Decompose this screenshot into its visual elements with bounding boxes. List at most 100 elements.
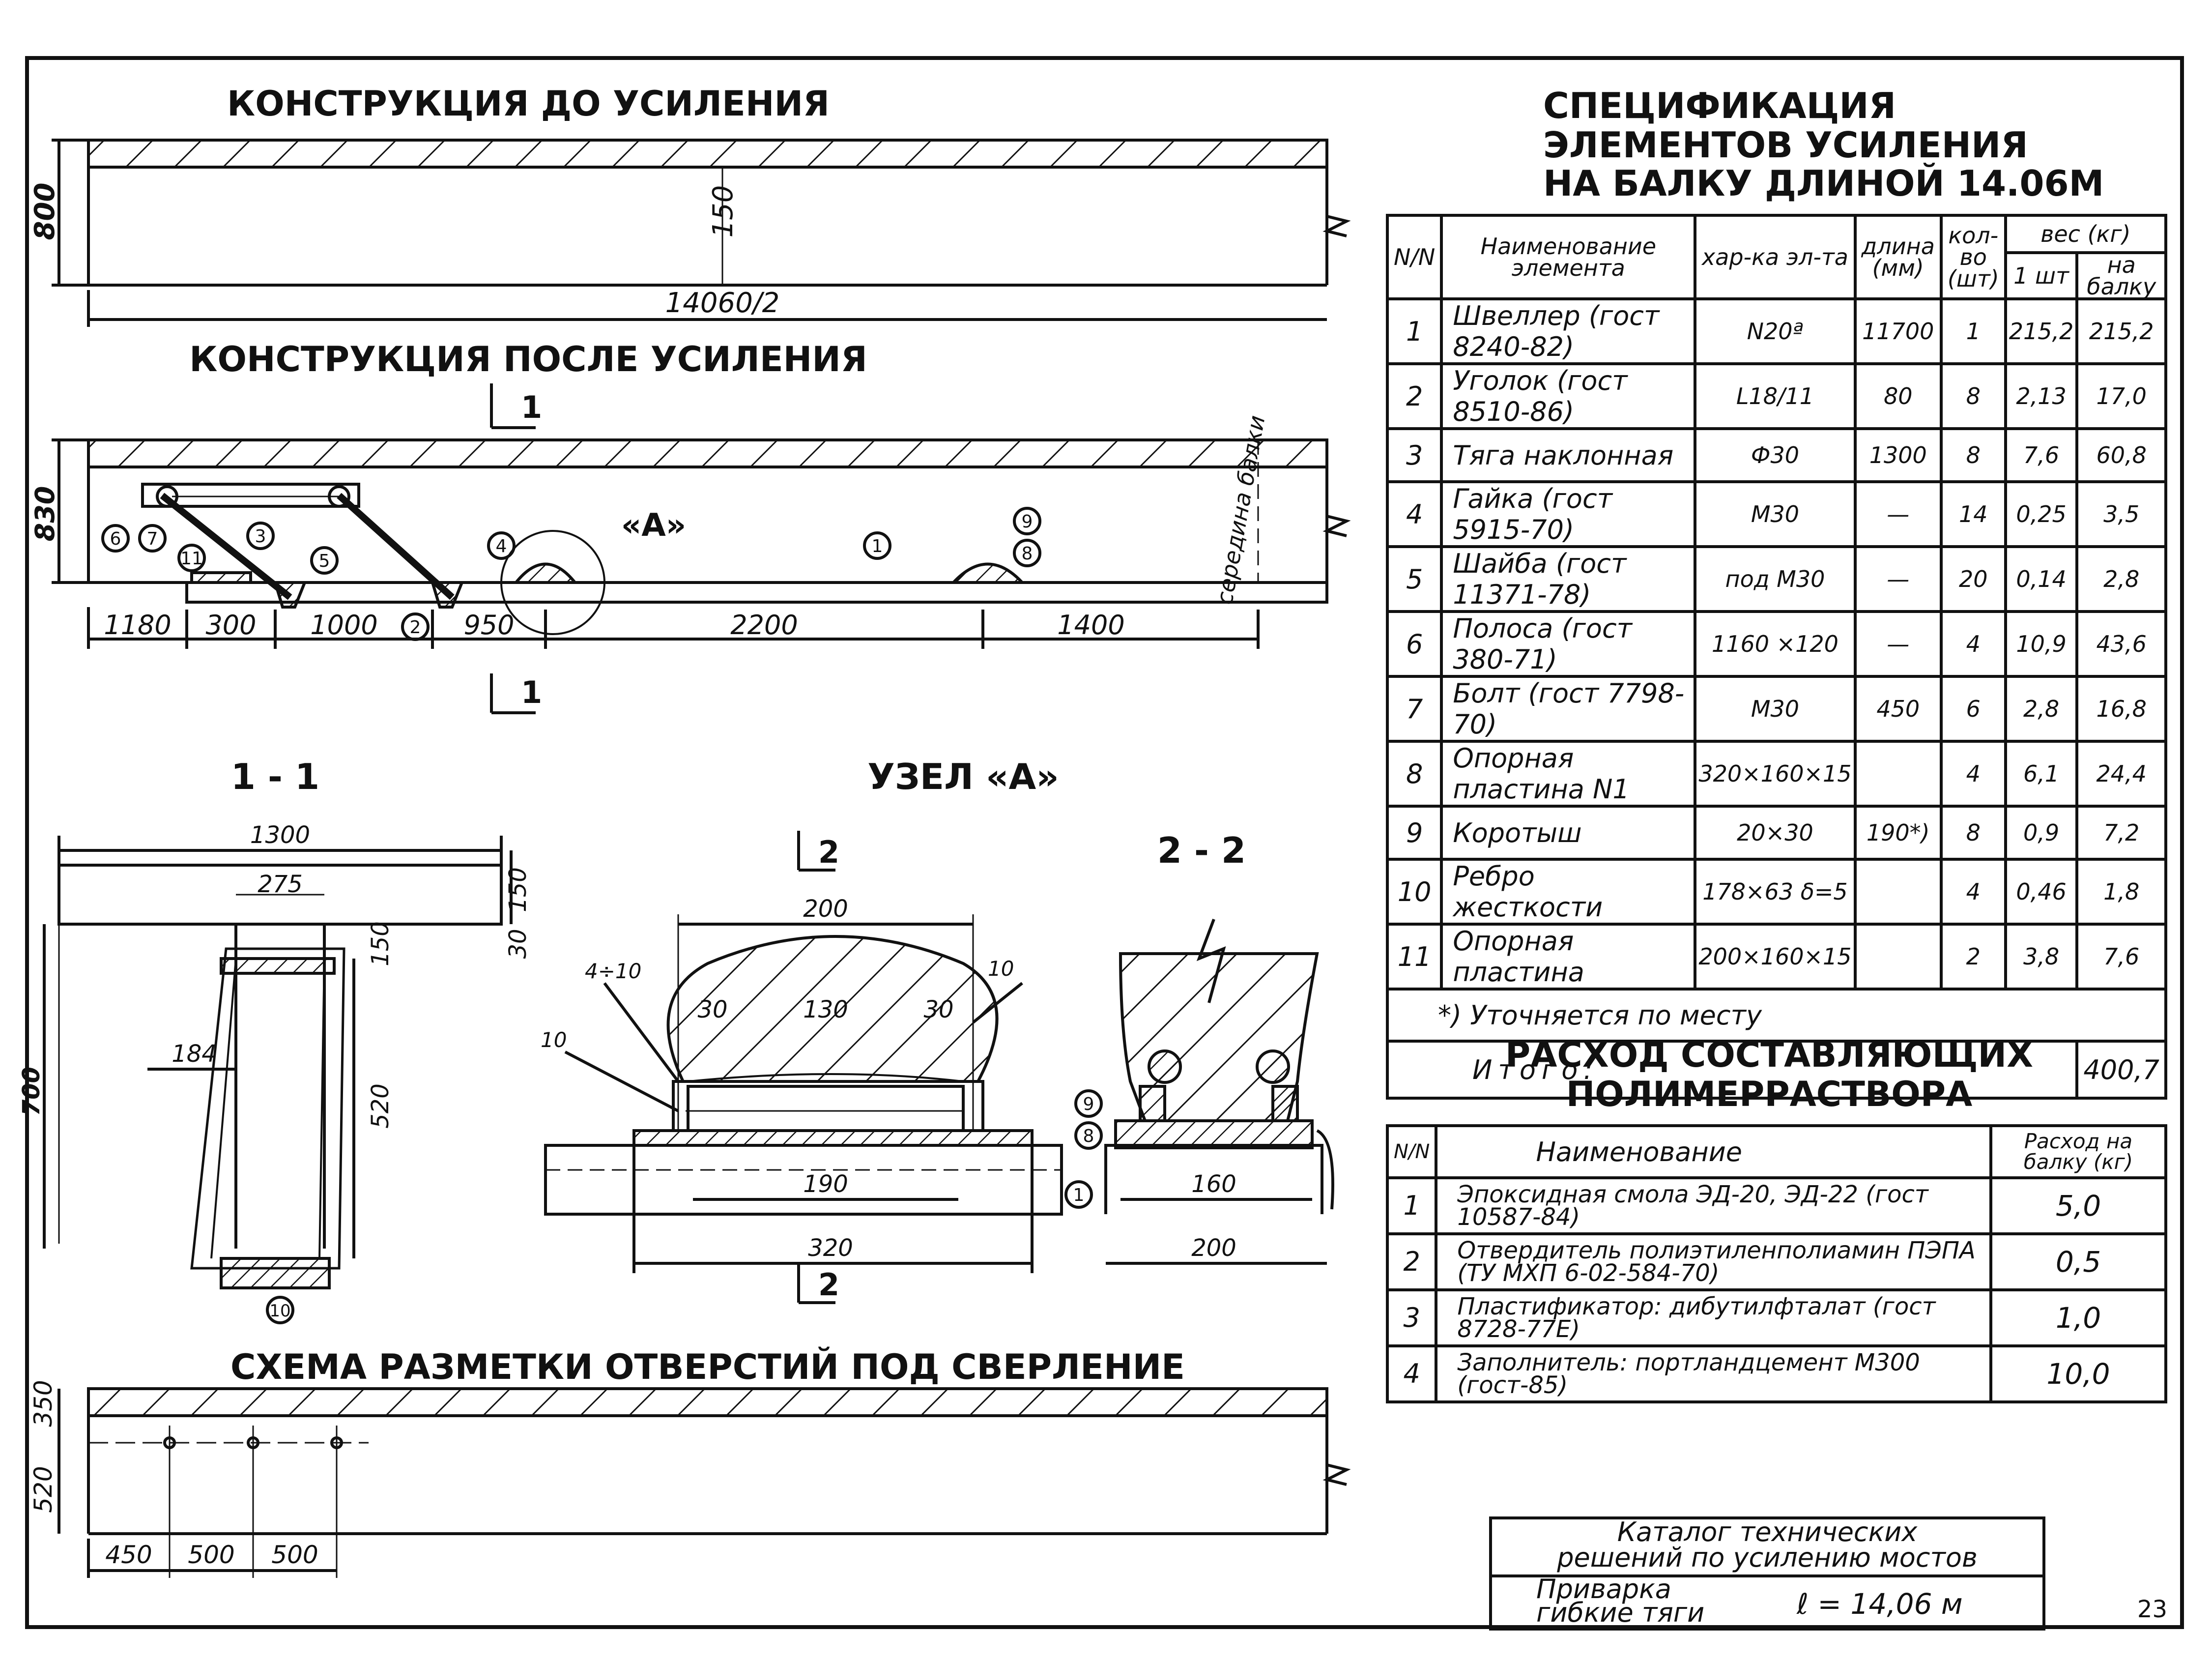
sec11-dim-700: 700 xyxy=(18,1067,45,1116)
after-marker-7: 7 xyxy=(147,529,158,549)
poly-header-name: Наименование xyxy=(1435,1124,1992,1179)
node-weld-4-10: 4÷10 xyxy=(585,959,641,983)
node-dim-30a: 30 xyxy=(697,996,727,1023)
spec-header-weight: вес (кг) xyxy=(2004,214,2168,254)
drill-dim-350: 350 xyxy=(29,1380,57,1427)
beam-before xyxy=(52,139,1351,327)
heading-section-1-1: 1 - 1 xyxy=(231,756,319,797)
heading-spec-1: СПЕЦИФИКАЦИЯ xyxy=(1543,85,1896,126)
sheet-frame xyxy=(25,56,2184,1629)
spec-cell-name: Болт (гост 7798-70) xyxy=(1440,675,1697,743)
spec-cell-char: L18/11 xyxy=(1694,362,1857,430)
title-stamp: Каталог технических решений по усилению … xyxy=(1489,1516,2045,1631)
after-dim-300: 300 xyxy=(205,610,256,641)
spec-cell-qty: 4 xyxy=(1939,740,2007,808)
poly-cell-n: 4 xyxy=(1385,1344,1438,1403)
spec-cell-name: Ребро жесткости xyxy=(1440,858,1697,926)
spec-header-wb: на балку xyxy=(2075,251,2167,300)
spec-cell-name: Шайба (гост 11371-78) xyxy=(1440,545,1697,613)
sec11-dim-150a: 150 xyxy=(367,921,394,966)
spec-cell-wb: 60,8 xyxy=(2075,427,2167,483)
heading-after: КОНСТРУКЦИЯ ПОСЛЕ УСИЛЕНИЯ xyxy=(189,339,867,379)
node-dim-30b: 30 xyxy=(923,996,953,1023)
spec-cell-w1: 0,46 xyxy=(2004,858,2079,926)
heading-node-a: УЗЕЛ «А» xyxy=(867,756,1059,797)
spec-cell-w1: 2,13 xyxy=(2004,362,2079,430)
after-dim-height: 830 xyxy=(29,486,60,542)
poly-cell-name: Отвердитель полиэтиленполиамин ПЭПА (ТУ … xyxy=(1435,1232,1992,1291)
spec-cell-n: 7 xyxy=(1385,675,1443,743)
after-dim-1000: 1000 xyxy=(310,610,377,641)
heading-drilling: СХЕМА РАЗМЕТКИ ОТВЕРСТИЙ ПОД СВЕРЛЕНИЕ xyxy=(230,1347,1185,1387)
poly-cell-name: Пластификатор: дибутилфталат (гост 8728-… xyxy=(1435,1288,1992,1347)
drill-dim-520: 520 xyxy=(29,1466,57,1513)
after-cut-mark-bottom: 1 xyxy=(521,674,542,710)
poly-cell-n: 3 xyxy=(1385,1288,1438,1347)
spec-cell-qty: 1 xyxy=(1939,297,2007,365)
poly-header-num: N/N xyxy=(1385,1124,1438,1179)
spec-cell-len: 80 xyxy=(1853,362,1943,430)
before-dim-length: 14060/2 xyxy=(665,287,780,319)
after-marker-4: 4 xyxy=(496,536,507,556)
stamp-span: ℓ = 14,06 м xyxy=(1797,1587,1963,1621)
drill-dim-500a: 500 xyxy=(188,1541,234,1569)
section-1-1 xyxy=(43,836,513,1324)
sec11-marker-10: 10 xyxy=(269,1301,290,1321)
poly-header-row: N/N Наименование Расход на балку (кг) xyxy=(1385,1124,2167,1179)
poly-cell-n: 2 xyxy=(1385,1232,1438,1291)
spec-cell-w1: 7,6 xyxy=(2004,427,2079,483)
spec-cell-len: 1300 xyxy=(1853,427,1943,483)
spec-cell-qty: 2 xyxy=(1939,923,2007,991)
node-dim-130: 130 xyxy=(803,996,848,1023)
spec-total-row: Итого: 400,7 xyxy=(1385,1040,2167,1100)
spec-cell-w1: 0,25 xyxy=(2004,480,2079,548)
spec-cell-char: 320×160×15 xyxy=(1694,740,1857,808)
spec-cell-len xyxy=(1853,740,1943,808)
spec-note: *) Уточняется по месту xyxy=(1386,988,2167,1043)
drill-dim-500b: 500 xyxy=(271,1541,318,1569)
spec-cell-len: — xyxy=(1853,480,1943,548)
stamp-line1: Каталог технических xyxy=(1617,1516,1918,1547)
spec-cell-wb: 215,2 xyxy=(2075,297,2167,365)
spec-header-len: длина (мм) xyxy=(1853,214,1943,300)
after-dim-1180: 1180 xyxy=(104,610,171,641)
spec-cell-len: 190*) xyxy=(1853,805,1943,861)
after-dim-950: 950 xyxy=(463,610,514,641)
sec11-dim-275: 275 xyxy=(258,871,303,898)
after-marker-3: 3 xyxy=(255,526,266,547)
spec-cell-name: Уголок (гост 8510-86) xyxy=(1440,362,1697,430)
sec11-dim-30: 30 xyxy=(504,929,532,959)
sec11-dim-150b: 150 xyxy=(504,867,532,912)
node-dim-190: 190 xyxy=(803,1170,848,1198)
spec-cell-wb: 16,8 xyxy=(2075,675,2167,743)
spec-cell-qty: 20 xyxy=(1939,545,2007,613)
after-dim-1400: 1400 xyxy=(1057,610,1124,641)
spec-cell-len: 11700 xyxy=(1853,297,1943,365)
spec-cell-name: Полоса (гост 380-71) xyxy=(1440,610,1697,678)
sec22-marker-1: 1 xyxy=(1073,1185,1085,1205)
spec-cell-len: — xyxy=(1853,610,1943,678)
spec-cell-name: Опорная пластина xyxy=(1440,923,1697,991)
spec-cell-w1: 2,8 xyxy=(2004,675,2079,743)
heading-spec-2: ЭЛЕМЕНТОВ УСИЛЕНИЯ xyxy=(1543,124,2028,166)
after-marker-2: 2 xyxy=(410,617,421,638)
spec-cell-wb: 2,8 xyxy=(2075,545,2167,613)
spec-cell-wb: 7,2 xyxy=(2075,805,2167,861)
spec-cell-n: 4 xyxy=(1385,480,1443,548)
spec-cell-char: 20×30 xyxy=(1694,805,1857,861)
spec-total-value: 400,7 xyxy=(2075,1040,2167,1100)
node-dim-200: 200 xyxy=(803,895,848,923)
drill-dim-450: 450 xyxy=(105,1541,152,1569)
before-dim-height: 800 xyxy=(29,183,61,240)
spec-cell-wb: 3,5 xyxy=(2075,480,2167,548)
spec-cell-n: 11 xyxy=(1385,923,1443,991)
node-cut-mark-bottom: 2 xyxy=(818,1267,839,1303)
